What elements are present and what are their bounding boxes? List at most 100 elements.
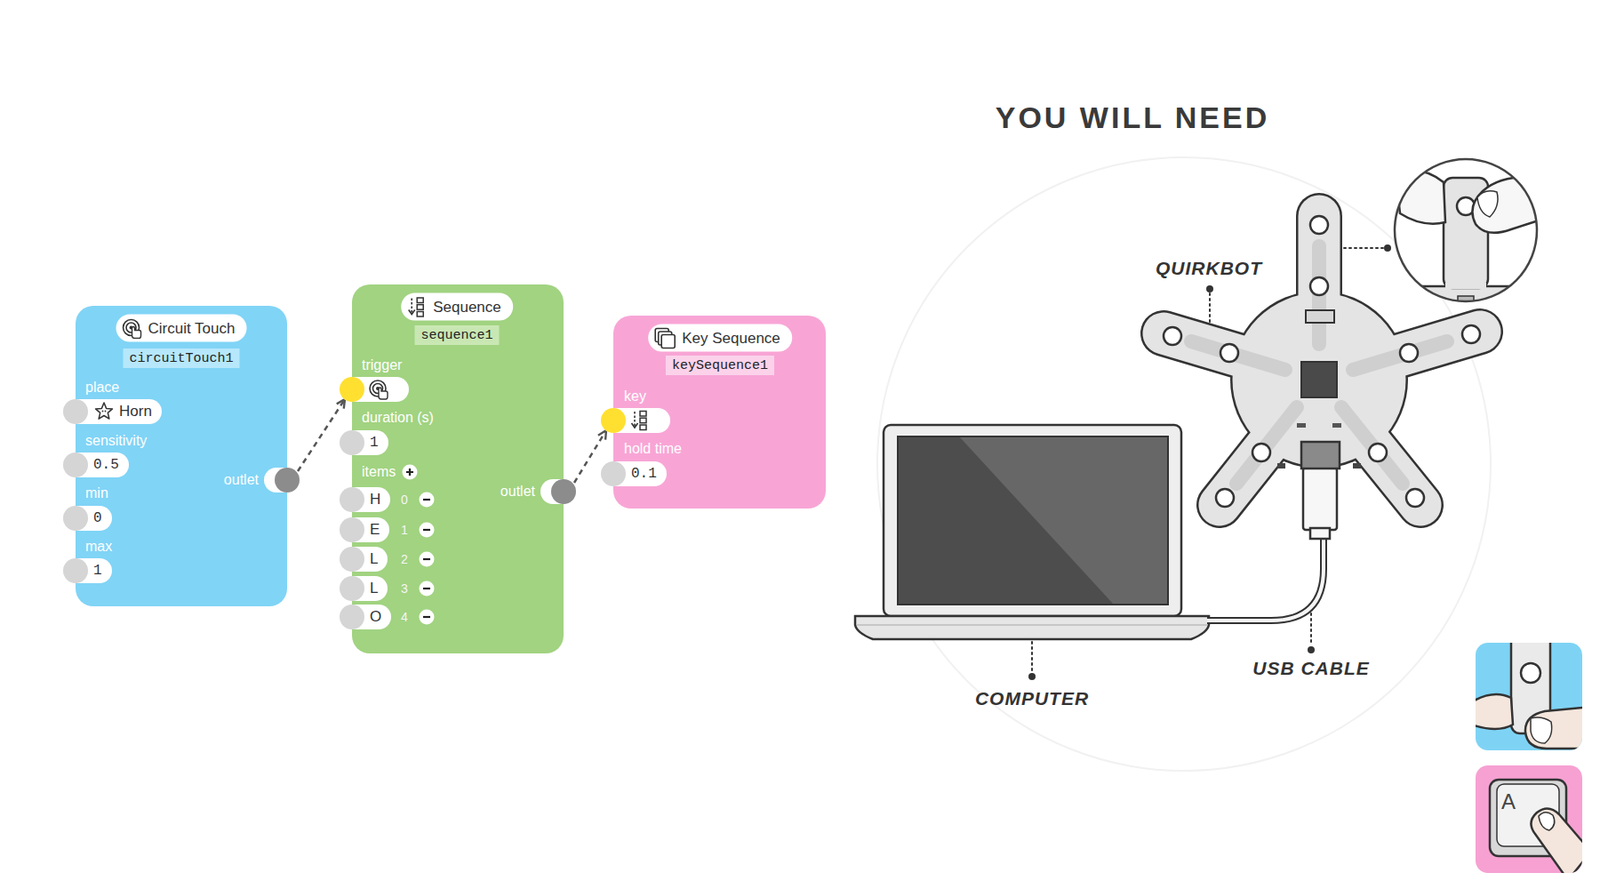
item-index: 4 (400, 608, 435, 625)
dataflow-connector (297, 399, 345, 472)
zoom-inset (1421, 293, 1436, 308)
text-value: 2 (400, 552, 408, 567)
quirkbot-board (1236, 407, 1297, 484)
quirkbot-board (1310, 277, 1328, 296)
outlet-port: outlet (500, 479, 576, 504)
laptop (855, 424, 1209, 640)
block-icon (416, 297, 424, 304)
remove-button (423, 587, 431, 590)
inlet-icon (640, 424, 647, 431)
remove-button (418, 609, 434, 625)
outlet-pill (540, 479, 576, 504)
block-icon (410, 297, 413, 312)
inlet-dot (339, 576, 365, 601)
part-label: COMPUTER (975, 688, 1089, 710)
inlet-icon (640, 411, 647, 417)
text-value: key (624, 388, 647, 405)
zoom-inset (1386, 159, 1556, 322)
value-pill: L (339, 546, 388, 572)
block-id: circuitTouch1 (122, 348, 240, 368)
key-icon-tile (1538, 812, 1555, 831)
quirkbot-board (1216, 488, 1234, 507)
value-pill: L (339, 576, 388, 601)
text-value: 1 (93, 562, 103, 579)
key-letter: A (1501, 789, 1516, 815)
quirkbot-board (1368, 443, 1387, 462)
leader-dots (1028, 672, 1036, 680)
text-value: 0 (93, 510, 103, 527)
quirkbot-board (1462, 325, 1480, 344)
remove-button (418, 580, 435, 597)
value-icon (93, 400, 115, 423)
add-button (406, 468, 414, 476)
inlet-port (600, 408, 671, 433)
key-icon-tile (1489, 779, 1583, 873)
text-value: outlet (224, 472, 259, 488)
quirkbot-board (1296, 423, 1306, 428)
key-icon-tile (1530, 808, 1583, 873)
field-label: max (85, 538, 112, 555)
block-icon (121, 317, 144, 339)
usb-cable (1207, 533, 1324, 621)
block: Circuit TouchcircuitTouch1placeHornsensi… (75, 305, 288, 607)
inlet-dot (339, 487, 365, 512)
value-pill: 0 (63, 505, 112, 531)
remove-button (423, 498, 431, 501)
remove-button (418, 491, 435, 508)
text-value: L (369, 550, 378, 568)
leader-dots (1307, 646, 1315, 654)
add-button (401, 464, 418, 480)
outlet-dot (274, 467, 300, 493)
block-id: sequence1 (414, 325, 499, 345)
remove-button (418, 522, 434, 538)
block-id: keySequence1 (665, 355, 775, 376)
outlet-pill (264, 467, 300, 493)
touch-icon-tile (1530, 717, 1552, 744)
outlet-port: outlet (224, 467, 300, 493)
zoom-inset (1496, 293, 1511, 308)
remove-button (423, 558, 431, 560)
quirkbot-board (1163, 327, 1182, 345)
part-label: QUIRKBOT (1155, 257, 1263, 280)
zoom-inset (1477, 191, 1498, 217)
leader-dots (1206, 285, 1214, 293)
inlet-dot (600, 461, 626, 487)
text-value: circuitTouch1 (128, 351, 233, 367)
text-value: 0.5 (93, 456, 120, 473)
inlet-dot (63, 399, 88, 424)
field-label: hold time (624, 440, 682, 457)
text-value: Circuit Touch (148, 319, 236, 337)
value-pill: 1 (339, 430, 389, 456)
leader-lines (1031, 641, 1033, 672)
remove-button (418, 608, 435, 625)
quirkbot-board (1232, 293, 1407, 467)
quirkbot-board (1220, 344, 1239, 362)
inlet-dot (63, 558, 88, 584)
text-value: Sequence (432, 297, 502, 316)
inlet-dot (339, 546, 365, 572)
text-value: min (85, 485, 109, 502)
quirkbot-board (1252, 443, 1271, 462)
text-value: sensitivity (85, 432, 147, 449)
text-value: place (85, 379, 120, 396)
zoom-inset (1394, 159, 1537, 302)
leader-lines (1032, 248, 1384, 672)
field-label: place (85, 379, 120, 396)
remove-button (418, 552, 434, 568)
quirkbot-board (1400, 344, 1418, 362)
value-pill: Horn (63, 399, 162, 424)
block-icon (653, 326, 677, 350)
remove-button (418, 521, 435, 538)
field-label: sensitivity (85, 432, 147, 449)
text-value: Key Sequence (681, 328, 781, 347)
laptop (856, 624, 1208, 626)
zoom-inset (1386, 286, 1556, 322)
leader-lines (1208, 293, 1211, 326)
remove-button (418, 491, 435, 508)
block-title: Sequence (400, 293, 513, 321)
usb-plug (1301, 441, 1340, 469)
field-label: items (361, 464, 418, 480)
text-value: L (369, 579, 378, 598)
text-value: duration (s) (361, 409, 434, 426)
text-value: O (369, 608, 382, 626)
